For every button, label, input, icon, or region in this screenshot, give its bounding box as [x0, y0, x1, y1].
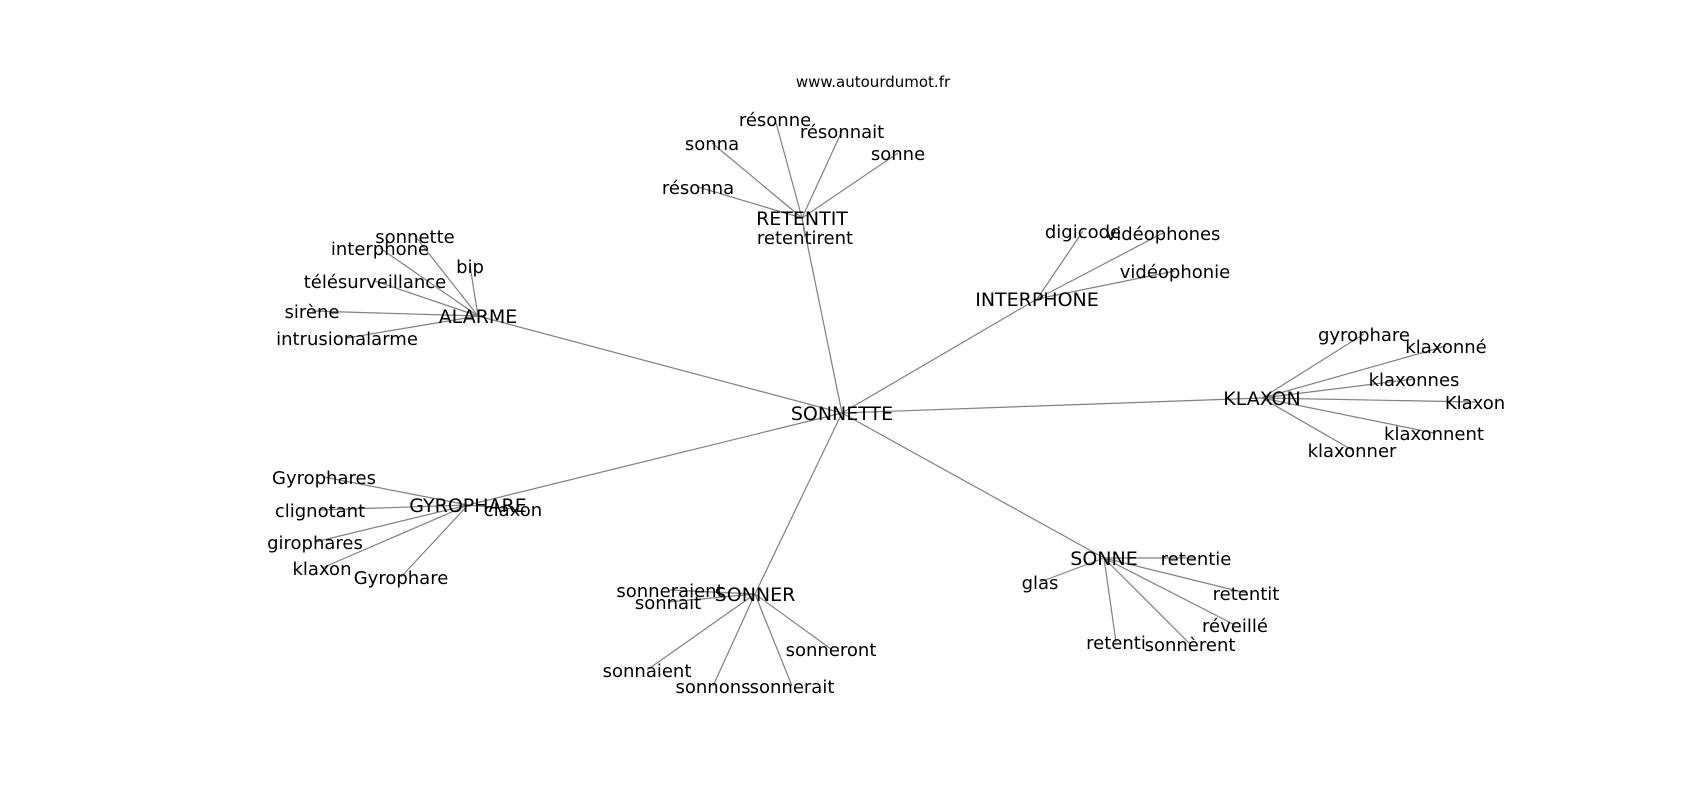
edge-center-sonne [841, 412, 1105, 559]
edge-center-gyrophare [467, 412, 843, 506]
word-node[interactable]: sonnons [675, 677, 750, 698]
edge-alarme-3 [374, 280, 479, 317]
edge-retentit-2 [801, 130, 843, 219]
edge-sonne-1 [1039, 557, 1105, 583]
word-node[interactable]: klaxonnes [1369, 370, 1460, 391]
word-node[interactable]: Gyrophares [272, 468, 376, 489]
word-node[interactable]: résonne [739, 110, 811, 131]
word-node[interactable]: claxon [484, 500, 542, 521]
edge-retentit-4 [697, 186, 803, 219]
edge-retentit-0 [711, 142, 803, 219]
word-node[interactable]: Gyrophare [354, 568, 449, 589]
word-node[interactable]: girophares [267, 533, 363, 554]
edge-center-sonner [754, 412, 843, 595]
word-node[interactable]: réveillé [1202, 616, 1268, 637]
edge-klaxon-2 [1261, 378, 1415, 399]
edge-sonner-3 [646, 593, 756, 671]
word-node[interactable]: vidéophonie [1120, 262, 1231, 283]
edge-retentit-3 [801, 152, 899, 219]
edge-gyrophare-4 [321, 504, 469, 569]
hub-node-klaxon[interactable]: KLAXON [1223, 388, 1300, 410]
edge-sonner-2 [754, 593, 832, 650]
word-node[interactable]: intrusionalarme [276, 329, 418, 350]
edge-sonne-4 [1103, 557, 1117, 643]
edge-gyrophare-3 [314, 504, 469, 543]
word-node[interactable]: bip [456, 257, 484, 278]
edge-alarme-5 [346, 315, 479, 339]
word-node[interactable]: klaxonner [1308, 441, 1397, 462]
edge-interphone-0 [1036, 230, 1084, 300]
edge-alarme-1 [379, 247, 479, 317]
word-node[interactable]: vidéophones [1106, 224, 1221, 245]
word-node[interactable]: retentie [1161, 549, 1232, 570]
edge-interphone-1 [1036, 232, 1164, 300]
word-node[interactable]: retentirent [757, 228, 853, 249]
word-node[interactable]: sonnerait [750, 677, 835, 698]
word-node[interactable]: sonnait [635, 593, 701, 614]
word-node[interactable]: retentit [1213, 584, 1280, 605]
edge-sonner-0 [669, 589, 756, 595]
word-node[interactable]: sirène [285, 302, 340, 323]
word-node[interactable]: sonnette [375, 227, 454, 248]
word-node[interactable]: sonna [685, 134, 739, 155]
edge-alarme-2 [469, 265, 479, 317]
edge-klaxon-0 [1261, 333, 1365, 399]
word-node[interactable]: sonneront [786, 640, 877, 661]
word-node[interactable]: résonnait [800, 122, 884, 143]
edge-retentit-1 [774, 118, 803, 219]
word-node[interactable]: klaxon [293, 559, 352, 580]
word-node[interactable]: klaxonnent [1384, 424, 1484, 445]
hub-node-sonne[interactable]: SONNE [1070, 548, 1137, 570]
word-node[interactable]: digicode [1045, 222, 1121, 243]
hub-node-retentit[interactable]: RETENTIT [756, 208, 848, 230]
edge-klaxon-3 [1261, 397, 1476, 403]
edge-sonne-5 [1103, 557, 1191, 645]
word-node[interactable]: clignotant [275, 501, 365, 522]
hub-node-sonner[interactable]: SONNER [715, 584, 796, 606]
edge-sonner-4 [712, 593, 756, 687]
edge-gyrophare-2 [467, 504, 514, 510]
edge-klaxon-5 [1261, 397, 1353, 451]
edge-interphone-2 [1036, 270, 1176, 300]
edge-sonne-3 [1103, 557, 1236, 626]
word-node[interactable]: sonnaient [603, 661, 692, 682]
site-url[interactable]: www.autourdumot.fr [796, 73, 951, 91]
edge-klaxon-4 [1261, 397, 1435, 434]
word-node[interactable]: Klaxon [1445, 393, 1505, 414]
word-node[interactable]: interphone [331, 239, 429, 260]
edge-sonne-2 [1103, 557, 1247, 594]
edge-center-klaxon [841, 397, 1263, 414]
word-node[interactable]: sonne [871, 144, 925, 165]
word-node[interactable]: sonneraient [616, 581, 723, 602]
graph-labels: SONNETTERETENTITsonnarésonnerésonnaitson… [267, 110, 1505, 698]
edge-retentit-5 [801, 217, 806, 238]
word-node[interactable]: sonnèrent [1145, 635, 1236, 656]
word-node[interactable]: télésurveillance [304, 272, 447, 293]
edge-alarme-4 [311, 310, 479, 317]
edge-alarme-0 [414, 235, 479, 317]
edge-center-alarme [477, 315, 843, 414]
edge-klaxon-1 [1261, 345, 1447, 399]
hub-node-alarme[interactable]: ALARME [439, 306, 518, 328]
word-node[interactable]: glas [1022, 573, 1059, 594]
hub-node-interphone[interactable]: INTERPHONE [975, 289, 1099, 311]
word-node[interactable]: gyrophare [1318, 325, 1410, 346]
word-node[interactable]: retenti [1086, 633, 1146, 654]
edge-sonner-5 [754, 593, 793, 687]
graph-edges [311, 118, 1476, 687]
edge-gyrophare-5 [400, 504, 469, 578]
edge-center-interphone [841, 298, 1038, 414]
word-node[interactable]: klaxonné [1405, 337, 1486, 358]
center-node-label[interactable]: SONNETTE [791, 403, 893, 425]
hub-node-gyrophare[interactable]: GYROPHARE [409, 495, 527, 517]
edge-center-retentit [801, 217, 843, 414]
edge-sonner-1 [667, 593, 756, 603]
edge-gyrophare-0 [323, 476, 469, 506]
edge-gyrophare-1 [319, 504, 469, 511]
word-node[interactable]: résonna [662, 178, 734, 199]
